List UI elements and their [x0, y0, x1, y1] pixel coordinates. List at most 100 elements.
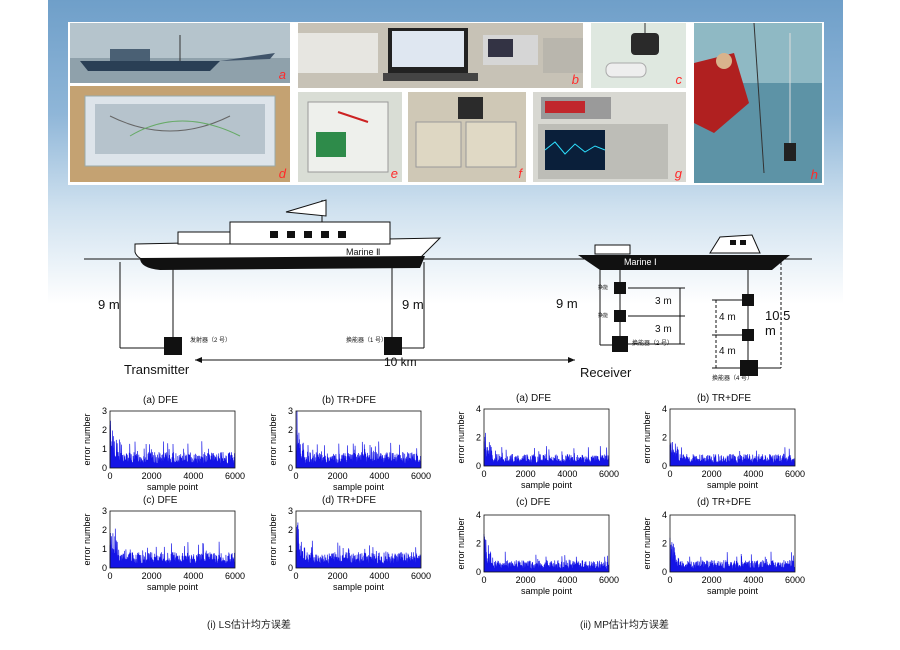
photo-d-box: d — [70, 86, 290, 182]
plot-frame — [109, 410, 236, 469]
x-tick-label: 0 — [481, 469, 486, 479]
tag-label: 换能器（1 号） — [346, 338, 388, 344]
x-tick-label: 2000 — [328, 471, 348, 481]
x-tick-label: 4000 — [557, 575, 577, 585]
receiver-label: Receiver — [580, 365, 632, 380]
depth-label-mid: 9 m — [402, 297, 424, 312]
photo-letter: c — [675, 72, 683, 87]
x-tick-label: 4000 — [743, 575, 763, 585]
y-tick-label: 0 — [288, 563, 293, 573]
photo-b-laptop: b — [298, 23, 583, 88]
y-axis-label: error number — [642, 411, 652, 463]
tag-label: 换能 — [598, 313, 609, 319]
x-axis-label: sample point — [333, 582, 385, 592]
plot-frame — [295, 410, 422, 469]
photo-h-deployment: h — [694, 23, 822, 183]
tag-label: 换能器（4 号） — [712, 376, 754, 382]
x-tick-label: 2000 — [702, 469, 722, 479]
plot-title: (b) TR+DFE — [697, 393, 751, 404]
x-tick-label: 6000 — [785, 469, 805, 479]
x-tick-label: 6000 — [599, 575, 619, 585]
x-tick-label: 4000 — [369, 471, 389, 481]
tag-label: 换能器（2 号） — [632, 341, 674, 347]
x-tick-label: 2000 — [142, 471, 162, 481]
photo-letter: g — [674, 166, 682, 181]
y-tick-label: 3 — [288, 407, 293, 416]
x-tick-label: 0 — [107, 471, 112, 481]
x-tick-label: 6000 — [411, 471, 431, 481]
plot-frame — [295, 510, 422, 569]
y-tick-label: 0 — [288, 463, 293, 473]
spacing-label: 4 m — [719, 346, 736, 357]
series-trace — [669, 537, 795, 573]
y-axis-label: error number — [268, 513, 278, 565]
y-axis-label: error number — [82, 513, 92, 565]
x-tick-label: 6000 — [599, 469, 619, 479]
y-axis-label: error number — [82, 413, 92, 465]
y-tick-label: 2 — [288, 525, 293, 535]
y-tick-label: 3 — [102, 407, 107, 416]
series-trace — [295, 410, 421, 469]
plot-title: (d) TR+DFE — [697, 497, 751, 508]
ship-marine-1 — [578, 234, 790, 270]
series-trace — [109, 528, 235, 569]
y-tick-label: 3 — [102, 507, 107, 516]
y-tick-label: 4 — [662, 405, 667, 414]
ship2-name: Marine Ⅰ — [624, 257, 657, 267]
x-tick-label: 2000 — [516, 469, 536, 479]
y-tick-label: 2 — [476, 433, 481, 443]
ship-marine-2 — [134, 199, 442, 270]
x-tick-label: 6000 — [411, 571, 431, 581]
series-trace — [483, 432, 609, 467]
transducer-block — [384, 337, 402, 355]
y-tick-label: 1 — [288, 444, 293, 454]
plot-frame — [483, 408, 610, 467]
x-tick-label: 4000 — [183, 471, 203, 481]
series-trace — [295, 522, 421, 569]
x-axis-label: sample point — [521, 480, 573, 490]
y-tick-label: 1 — [288, 544, 293, 554]
y-tick-label: 0 — [662, 567, 667, 577]
transmitter-block — [164, 337, 182, 355]
plot-title: (a) DFE — [516, 393, 551, 404]
plot-title: (c) DFE — [143, 495, 178, 506]
y-tick-label: 0 — [662, 461, 667, 471]
photo-letter: d — [278, 166, 286, 181]
photo-letter: b — [571, 72, 579, 87]
y-tick-label: 0 — [102, 463, 107, 473]
caption-ls: (i) LS估计均方误差 — [207, 620, 291, 631]
plot-frame — [669, 408, 796, 467]
x-tick-label: 6000 — [785, 575, 805, 585]
series-trace — [109, 420, 235, 469]
x-tick-label: 0 — [667, 575, 672, 585]
y-tick-label: 4 — [476, 511, 481, 520]
y-tick-label: 0 — [476, 461, 481, 471]
photo-letter: e — [390, 166, 398, 181]
tag-label: 换能 — [598, 285, 609, 291]
x-tick-label: 2000 — [328, 571, 348, 581]
x-tick-label: 4000 — [557, 469, 577, 479]
deployment-scene — [84, 199, 812, 376]
plot-title: (a) DFE — [143, 395, 178, 406]
spacing-label: 3 m — [655, 324, 672, 335]
x-tick-label: 0 — [293, 571, 298, 581]
ship1-name: Marine Ⅱ — [346, 247, 381, 257]
x-axis-label: sample point — [147, 482, 199, 492]
plot-title: (b) TR+DFE — [322, 395, 376, 406]
transmitter-label: Transmitter — [124, 362, 190, 377]
x-axis-label: sample point — [521, 586, 573, 596]
y-axis-label: error number — [456, 517, 466, 569]
photo-letter: h — [810, 167, 818, 182]
x-tick-label: 0 — [107, 571, 112, 581]
x-tick-label: 2000 — [516, 575, 536, 585]
depth-label-receiver: 9 m — [556, 296, 578, 311]
plot-frame — [669, 514, 796, 573]
photo-a-boat: a — [70, 23, 290, 83]
x-tick-label: 4000 — [743, 469, 763, 479]
y-tick-label: 0 — [102, 563, 107, 573]
